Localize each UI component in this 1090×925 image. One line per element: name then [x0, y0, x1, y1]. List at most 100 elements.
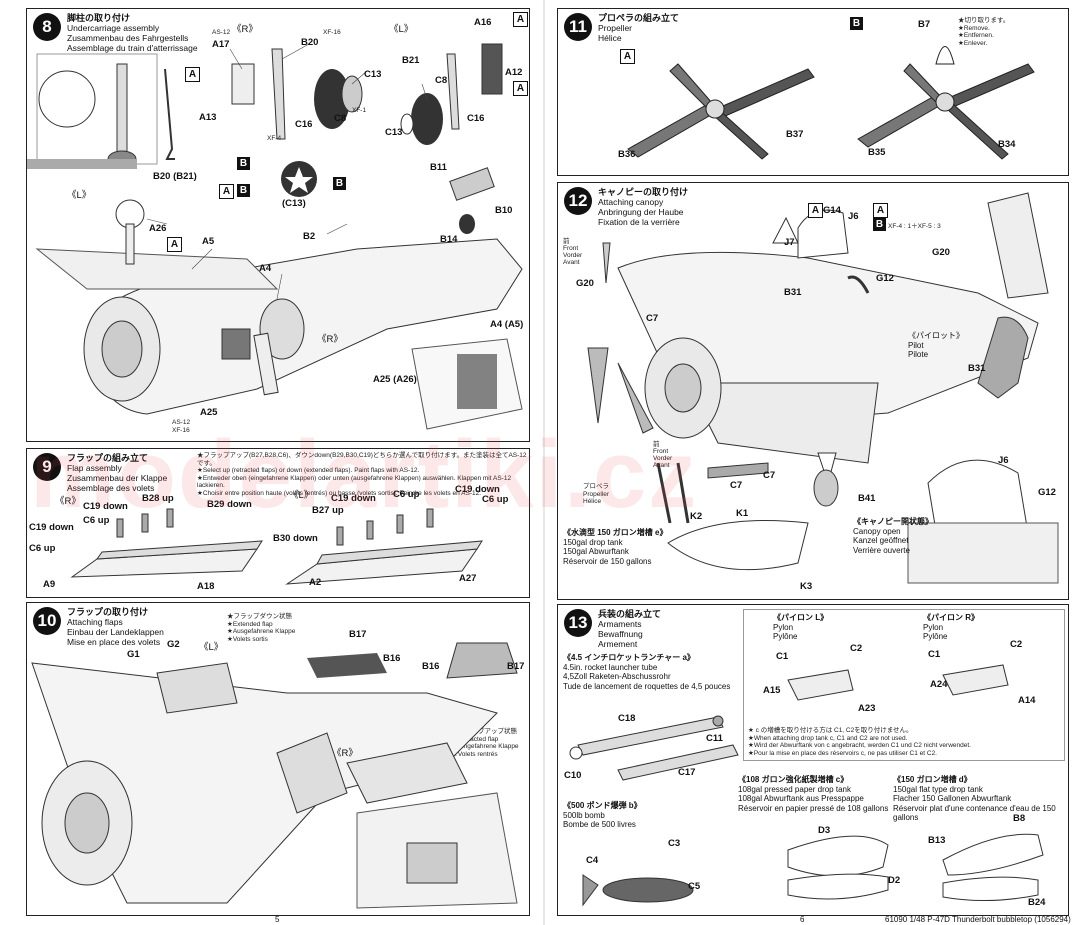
- side-label: 《R》: [317, 334, 343, 345]
- sprue-b-marker: B: [237, 184, 250, 197]
- pylon-l-caption: 《パイロン L》 Pylon Pylône: [773, 613, 829, 641]
- part-label: B28 up: [142, 493, 174, 504]
- part-label: C7: [646, 313, 659, 324]
- paint-code: XF-4: [267, 135, 282, 142]
- step-title: キャノピーの取り付け Attaching canopy Anbringung d…: [598, 187, 689, 227]
- part-label: C19 down: [331, 493, 376, 504]
- flap-down-note: ★フラップダウン状態 ★Extended flap ★Ausgefahrene …: [227, 613, 296, 643]
- part-label: C19 down: [83, 501, 128, 512]
- part-label: A15: [763, 685, 781, 696]
- pylon-box: [743, 609, 1065, 761]
- part-label: B20: [301, 37, 319, 48]
- part-label: A25 (A26): [373, 374, 417, 385]
- part-label: A23: [858, 703, 876, 714]
- part-label: D3: [818, 825, 831, 836]
- part-label: B20 (B21): [153, 171, 197, 182]
- step-13-panel: 13 兵装の組み立て Armaments Bewaffnung Armement…: [557, 604, 1069, 916]
- propeller-drawing: [627, 46, 1035, 160]
- part-label: B34: [998, 139, 1016, 150]
- paint-code: AS-12: [212, 29, 231, 36]
- part-label: C1: [776, 651, 789, 662]
- part-label: C1: [928, 649, 941, 660]
- paint-code: XF-1: [352, 107, 367, 114]
- sprue-a-marker: A: [873, 203, 888, 218]
- step-number: 10: [33, 607, 61, 635]
- front-arrow-label: 前 Front Vorder Avant: [563, 238, 583, 266]
- part-label: B27 up: [312, 505, 344, 516]
- canopy-drawing: [587, 192, 1059, 584]
- part-label: C16: [295, 119, 313, 130]
- pylon-note: ★ c の増槽を取り付ける方は C1, C2を取り付けません。 ★When at…: [748, 727, 971, 757]
- part-label: G14: [823, 205, 841, 216]
- part-label: A27: [459, 573, 477, 584]
- sprue-a-marker: A: [167, 237, 182, 252]
- sprue-b-marker: B: [850, 17, 863, 30]
- tank150-caption: 《150 ガロン増槽 d》 150gal flat type drop tank…: [893, 775, 1056, 822]
- part-label: A5: [202, 236, 215, 247]
- right-page: 11 プロペラの組み立て Propeller Hélice A B ★切り取りま…: [545, 0, 1090, 925]
- part-label: G12: [876, 273, 894, 284]
- sprue-b-marker: B: [237, 157, 250, 170]
- rocket-caption: 《4.5 インチロケットランチャー a》 4.5in. rocket launc…: [563, 653, 731, 691]
- part-label: C6 up: [482, 494, 509, 505]
- part-label: G20: [932, 247, 950, 258]
- part-label: G2: [167, 639, 180, 650]
- sprue-b-marker: B: [873, 218, 886, 231]
- part-label: B24: [1028, 897, 1046, 908]
- part-label: C18: [618, 713, 636, 724]
- part-label: A9: [43, 579, 56, 590]
- part-label: A4: [259, 263, 272, 274]
- part-label: A12: [505, 67, 523, 78]
- step-title: フラップの組み立て Flap assembly Zusammenbau der …: [67, 453, 168, 493]
- page-number: 5: [275, 915, 280, 924]
- part-label: C5: [688, 881, 701, 892]
- step-12-panel: 12 キャノピーの取り付け Attaching canopy Anbringun…: [557, 182, 1069, 600]
- step-8-panel: 8 脚柱の取り付け Undercarriage assembly Zusamme…: [26, 8, 530, 442]
- flap-up-note: ★フラップアップ状態 ★Retracted flap ★Eingefahrene…: [452, 728, 519, 758]
- paint-mix: XF-4 : 1＋XF-5 : 3: [888, 223, 941, 230]
- left-page: 8 脚柱の取り付け Undercarriage assembly Zusamme…: [26, 8, 530, 924]
- part-label: J7: [784, 237, 795, 248]
- part-label: B13: [928, 835, 946, 846]
- side-label: 《L》: [199, 642, 224, 653]
- part-label: B35: [868, 147, 886, 158]
- part-label: B37: [786, 129, 804, 140]
- part-label: J6: [848, 211, 859, 222]
- part-label: A14: [1018, 695, 1036, 706]
- part-label: C19 down: [29, 522, 74, 533]
- side-label: 《L》: [67, 190, 92, 201]
- front-arrow-label: 前 Front Vorder Avant: [653, 441, 673, 469]
- part-label: C17: [678, 767, 696, 778]
- part-label: A26: [149, 223, 167, 234]
- part-label: G12: [1038, 487, 1056, 498]
- part-label: C7: [730, 480, 743, 491]
- part-label: B36: [618, 149, 636, 160]
- sprue-b-marker: B: [333, 177, 346, 190]
- part-label: B8: [1013, 813, 1026, 824]
- sprue-a-marker: A: [808, 203, 823, 218]
- part-label: B16: [422, 661, 440, 672]
- part-label: B17: [349, 629, 367, 640]
- side-label: 《R》: [55, 496, 81, 507]
- flap-attach-drawing: [31, 642, 518, 909]
- step-number: 11: [564, 13, 592, 41]
- part-label: C13: [385, 127, 403, 138]
- part-label: B31: [968, 363, 986, 374]
- part-label: B11: [430, 162, 447, 173]
- part-label: C3: [668, 838, 681, 849]
- step-number: 8: [33, 13, 61, 41]
- part-label: C6 up: [393, 489, 420, 500]
- part-label: B17: [507, 661, 525, 672]
- part-label: A4 (A5): [490, 319, 524, 330]
- part-label: B10: [495, 205, 513, 216]
- paint-code: XF-16: [323, 29, 341, 36]
- sprue-a-marker: A: [620, 49, 635, 64]
- remove-note: ★切り取ります。 ★Remove. ★Entfernen. ★Enlever.: [958, 17, 1010, 47]
- part-label: C4: [586, 855, 599, 866]
- part-label: C13: [364, 69, 382, 80]
- part-label: C19 down: [455, 484, 500, 495]
- part-label: A25: [200, 407, 218, 418]
- step-number: 12: [564, 187, 592, 215]
- part-label: C2: [850, 643, 863, 654]
- undercarriage-drawing: [27, 43, 523, 430]
